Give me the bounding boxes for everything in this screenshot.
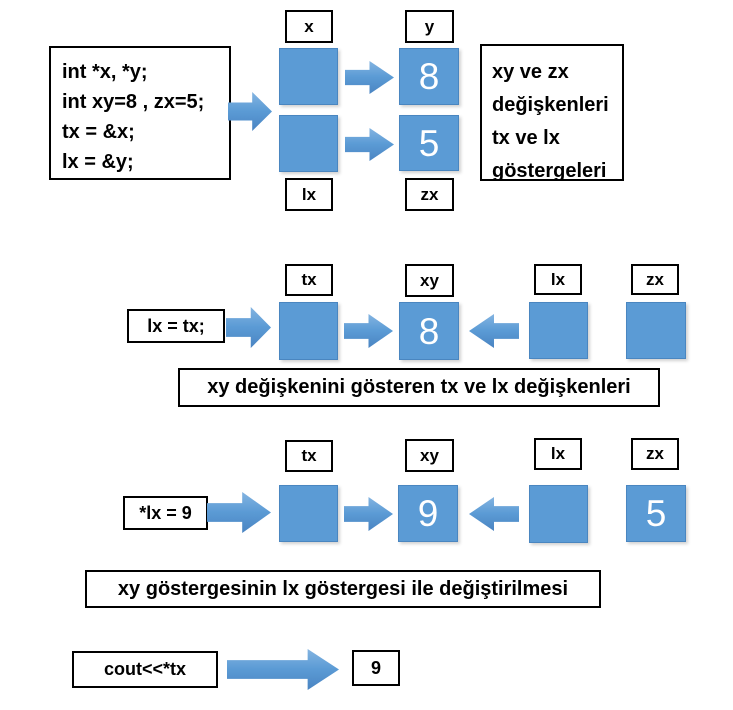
block-arrow-right-icon	[226, 307, 271, 348]
var-label-lx: lx	[534, 264, 582, 295]
caption-section2: xy değişkenini gösteren tx ve lx değişke…	[178, 368, 660, 407]
var-label-xy: xy	[405, 264, 454, 297]
block-arrow-left-icon	[469, 497, 519, 531]
memory-cell-tx	[279, 485, 338, 542]
block-arrow-right-icon	[207, 492, 271, 533]
description-line: tx ve lx	[492, 127, 560, 149]
var-label-tx: tx	[285, 440, 333, 472]
memory-cell-lx	[279, 115, 338, 172]
code-line: int xy=8 , zx=5;	[62, 91, 205, 113]
memory-cell-tx	[279, 302, 338, 360]
memory-cell-xy: 8	[399, 302, 459, 360]
code-line: lx = &y;	[62, 151, 134, 173]
var-label-zx: zx	[631, 264, 679, 295]
block-arrow-right-icon	[345, 61, 394, 94]
result-box: 9	[352, 650, 400, 686]
block-arrow-right-icon	[344, 497, 393, 531]
code-line: tx = &x;	[62, 121, 135, 143]
caption-section3: xy göstergesinin lx göstergesi ile değiş…	[85, 570, 601, 608]
memory-cell-lx	[529, 302, 588, 359]
code-box: int *x, *y; int xy=8 , zx=5; tx = &x; lx…	[49, 46, 231, 180]
block-arrow-right-icon	[227, 649, 339, 690]
description-line: xy ve zx	[492, 61, 569, 83]
description-box: xy ve zx değişkenleri tx ve lx göstergel…	[480, 44, 624, 182]
memory-cell-zx	[626, 302, 686, 359]
block-arrow-right-icon	[228, 92, 272, 131]
memory-cell-lx	[529, 485, 588, 543]
var-label-zx: zx	[631, 438, 679, 470]
memory-cell-y: 8	[399, 48, 459, 105]
var-label-y: y	[405, 10, 454, 43]
memory-cell-xy: 9	[398, 485, 458, 542]
code-line: int *x, *y;	[62, 61, 148, 83]
var-label-lx: lx	[534, 438, 582, 470]
description-line: göstergeleri	[492, 160, 607, 182]
var-label-xy: xy	[405, 439, 454, 472]
memory-cell-zx: 5	[399, 115, 459, 171]
block-arrow-right-icon	[344, 314, 393, 348]
var-label-zx: zx	[405, 178, 454, 211]
description-line: değişkenleri	[492, 94, 609, 116]
memory-cell-x	[279, 48, 338, 105]
statement-box-deref-lx: *lx = 9	[123, 496, 208, 530]
memory-cell-zx: 5	[626, 485, 686, 542]
block-arrow-left-icon	[469, 314, 519, 348]
var-label-x: x	[285, 10, 333, 43]
block-arrow-right-icon	[345, 128, 394, 161]
statement-box-lx-eq-tx: lx = tx;	[127, 309, 225, 343]
var-label-tx: tx	[285, 264, 333, 296]
var-label-lx: lx	[285, 178, 333, 211]
statement-box-cout: cout<<*tx	[72, 651, 218, 688]
